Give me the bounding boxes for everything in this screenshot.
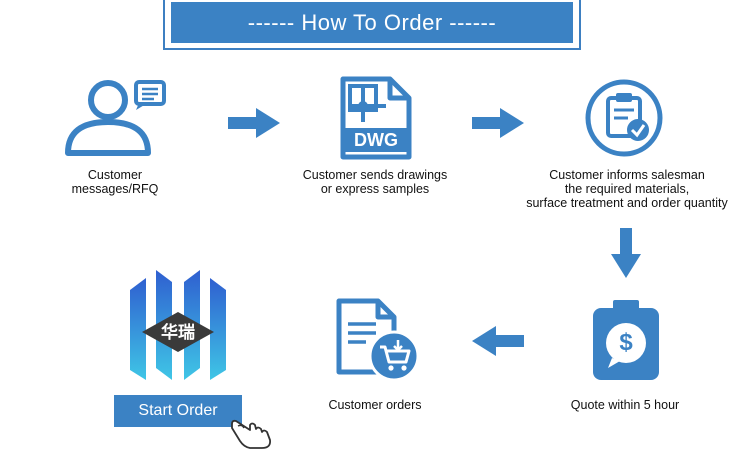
arrow-down-icon <box>611 228 641 278</box>
dwg-file-icon <box>340 76 412 160</box>
customer-message-icon <box>65 80 166 156</box>
step-label-orders: Customer orders <box>328 398 422 412</box>
step-label-drawings: Customer sends drawings or express sampl… <box>302 168 448 196</box>
dollar-symbol: $ <box>619 329 633 356</box>
clipboard-check-icon <box>585 79 663 157</box>
dwg-badge-text: DWG <box>354 130 398 150</box>
dollar-clipboard-icon <box>593 300 659 380</box>
arrow-left-icon <box>472 326 524 356</box>
arrow-right-icon <box>472 108 524 138</box>
company-logo-icon <box>130 270 226 380</box>
step-label-quote: Quote within 5 hour <box>570 398 680 412</box>
start-order-button[interactable]: Start Order <box>114 395 242 427</box>
arrow-right-icon <box>228 108 280 138</box>
banner-frame: ------ How To Order ------ <box>163 0 581 50</box>
hand-pointer-icon <box>231 419 271 449</box>
step-label-rfq: Customer messages/RFQ <box>71 168 159 196</box>
step-label-requirements: Customer informs salesman the required m… <box>526 168 728 210</box>
logo-text: 华瑞 <box>161 323 195 343</box>
page-title: ------ How To Order ------ <box>171 2 573 43</box>
order-cart-icon <box>336 298 420 382</box>
